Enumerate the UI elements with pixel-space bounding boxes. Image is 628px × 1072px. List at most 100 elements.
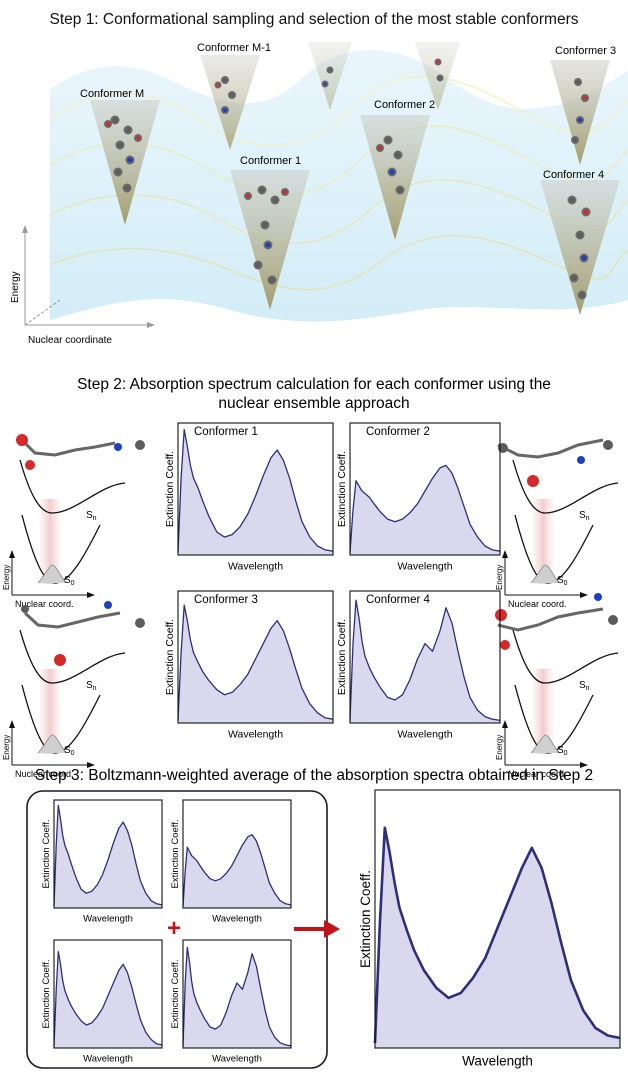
s2-conf4-ylabel: Extinction Coeff. xyxy=(336,619,348,695)
s3-in2-line xyxy=(182,834,292,906)
s2-conf4-title: Conformer 4 xyxy=(366,594,431,606)
pes4-molecule xyxy=(495,593,618,650)
pes4-nuclear-label: Nuclear coord. xyxy=(508,769,567,779)
s2-conf1-xlabel: Wavelength xyxy=(228,561,283,573)
s2-conf2-title: Conformer 2 xyxy=(366,426,430,438)
s3-in2-frame xyxy=(182,799,292,909)
s2-conf1-ylabel: Extinction Coeff. xyxy=(164,451,176,527)
weighted-average-arrow xyxy=(294,920,340,938)
step1-energy-label: Energy xyxy=(10,271,21,303)
s3-avg-frame xyxy=(374,789,621,1049)
s3-in4-frame xyxy=(182,939,292,1049)
pes-group-2: Energy Nuclear coord. Sn S0 xyxy=(495,438,619,609)
s3-in1-line xyxy=(53,804,163,906)
s2-conf1-chart: Conformer 1 Extinction Coeff. Wavelength xyxy=(164,422,334,573)
pes4-sn-label: Sn xyxy=(579,680,590,692)
s3-in3-frame xyxy=(53,939,163,1049)
pes3-s0-label: S0 xyxy=(64,745,75,757)
s2-conf3-frame xyxy=(177,590,334,724)
s2-conf4-area xyxy=(350,600,500,723)
s2-conf3-ylabel: Extinction Coeff. xyxy=(164,619,176,695)
pes3-nuclear-label: Nuclear coord. xyxy=(15,769,74,779)
pes2-sn-label: Sn xyxy=(579,510,590,522)
step2-title-line1: Step 2: Absorption spectrum calculation … xyxy=(77,376,551,393)
s2-conf2-area xyxy=(350,465,500,555)
s3-in3-area xyxy=(54,951,162,1048)
step1-axes: Energy Nuclear coordinate xyxy=(10,225,155,346)
s2-conf1-frame xyxy=(177,422,334,556)
step1-title: Step 1: Conformational sampling and sele… xyxy=(50,11,579,28)
s3-in1-xlabel: Wavelength xyxy=(83,914,133,925)
s3-avg-line xyxy=(373,826,621,1044)
s2-conf2-chart: Conformer 2 Extinction Coeff. Wavelength xyxy=(336,422,501,573)
s2-conf4-line xyxy=(349,599,501,722)
pes1-sn-label: Sn xyxy=(86,510,97,522)
s2-conf3-xlabel: Wavelength xyxy=(228,729,283,741)
s3-in4-xlabel: Wavelength xyxy=(212,1054,262,1065)
pes3-sn-label: Sn xyxy=(86,680,97,692)
pes-group-4: Energy Nuclear coord. Sn S0 xyxy=(495,593,619,779)
pes-group-1: Energy Nuclear coord. Sn S0 xyxy=(2,434,145,609)
s2-conf4-xlabel: Wavelength xyxy=(397,729,452,741)
pes1-energy-label: Energy xyxy=(2,565,11,590)
s2-conf1-line xyxy=(177,428,334,553)
s3-avg-ylabel: Extinction Coeff. xyxy=(358,870,373,968)
s2-conf2-line xyxy=(349,464,501,553)
s3-avg-chart: Extinction Coeff. Wavelength xyxy=(358,789,621,1069)
s2-conf1-title: Conformer 1 xyxy=(194,426,258,438)
s3-avg-area xyxy=(375,827,620,1048)
s3-in2-area xyxy=(183,834,291,908)
pes1-molecule xyxy=(16,434,145,470)
pes2-energy-label: Energy xyxy=(495,565,504,590)
s2-conf2-frame xyxy=(349,422,501,556)
label-conformer-1: Conformer 1 xyxy=(240,155,301,167)
label-conformer-m-1: Conformer M-1 xyxy=(197,42,271,54)
s2-conf4-chart: Conformer 4 Extinction Coeff. Wavelength xyxy=(336,590,501,741)
s3-avg-xlabel: Wavelength xyxy=(462,1054,533,1069)
s3-in2-ylabel: Extinction Coeff. xyxy=(170,819,181,888)
s2-conf2-xlabel: Wavelength xyxy=(397,561,452,573)
s2-conf4-frame xyxy=(349,590,501,724)
s3-in3-line xyxy=(53,950,163,1046)
s3-in2-xlabel: Wavelength xyxy=(212,914,262,925)
label-conformer-m: Conformer M xyxy=(80,88,144,100)
step3-title: Step 3: Boltzmann-weighted average of th… xyxy=(35,767,593,784)
step1-nuclear-label: Nuclear coordinate xyxy=(28,335,112,346)
molecule-models xyxy=(104,58,591,300)
s3-in3-ylabel: Extinction Coeff. xyxy=(41,959,52,1028)
s2-conf3-area xyxy=(178,605,333,723)
pes2-molecule xyxy=(497,438,613,487)
label-conformer-2: Conformer 2 xyxy=(374,99,435,111)
plus-sign: + xyxy=(167,915,181,942)
s3-in4-ylabel: Extinction Coeff. xyxy=(170,959,181,1028)
s3-in2-chart: Extinction Coeff. Wavelength xyxy=(170,799,292,925)
pes3-molecule xyxy=(21,601,145,666)
s3-in1-frame xyxy=(53,799,163,909)
s3-in1-chart: Extinction Coeff. Wavelength xyxy=(41,799,163,925)
s3-in4-chart: Extinction Coeff. Wavelength xyxy=(170,939,292,1065)
pes-group-3: Energy Nuclear coord. Sn S0 xyxy=(2,601,145,779)
s2-conf3-chart: Conformer 3 Extinction Coeff. Wavelength xyxy=(164,590,334,741)
s2-conf3-line xyxy=(177,604,334,721)
s3-in3-xlabel: Wavelength xyxy=(83,1054,133,1065)
s3-in3-chart: Extinction Coeff. Wavelength xyxy=(41,939,163,1065)
s2-conf1-area xyxy=(178,429,333,555)
s3-in1-ylabel: Extinction Coeff. xyxy=(41,819,52,888)
s3-in1-area xyxy=(54,805,162,908)
pes4-s0-label: S0 xyxy=(557,745,568,757)
s3-in4-line xyxy=(182,946,292,1047)
label-conformer-4: Conformer 4 xyxy=(543,169,604,181)
pes3-energy-label: Energy xyxy=(2,735,11,760)
s2-conf2-ylabel: Extinction Coeff. xyxy=(336,451,348,527)
pes1-s0-label: S0 xyxy=(64,575,75,587)
pes1-nuclear-label: Nuclear coord. xyxy=(15,599,74,609)
label-conformer-3: Conformer 3 xyxy=(555,45,616,57)
s2-conf3-title: Conformer 3 xyxy=(194,594,258,606)
step2-title-line2: nuclear ensemble approach xyxy=(218,395,409,412)
pes2-s0-label: S0 xyxy=(557,575,568,587)
pes4-energy-label: Energy xyxy=(495,735,504,760)
s3-in4-area xyxy=(183,947,291,1048)
pes2-nuclear-label: Nuclear coord. xyxy=(508,599,567,609)
